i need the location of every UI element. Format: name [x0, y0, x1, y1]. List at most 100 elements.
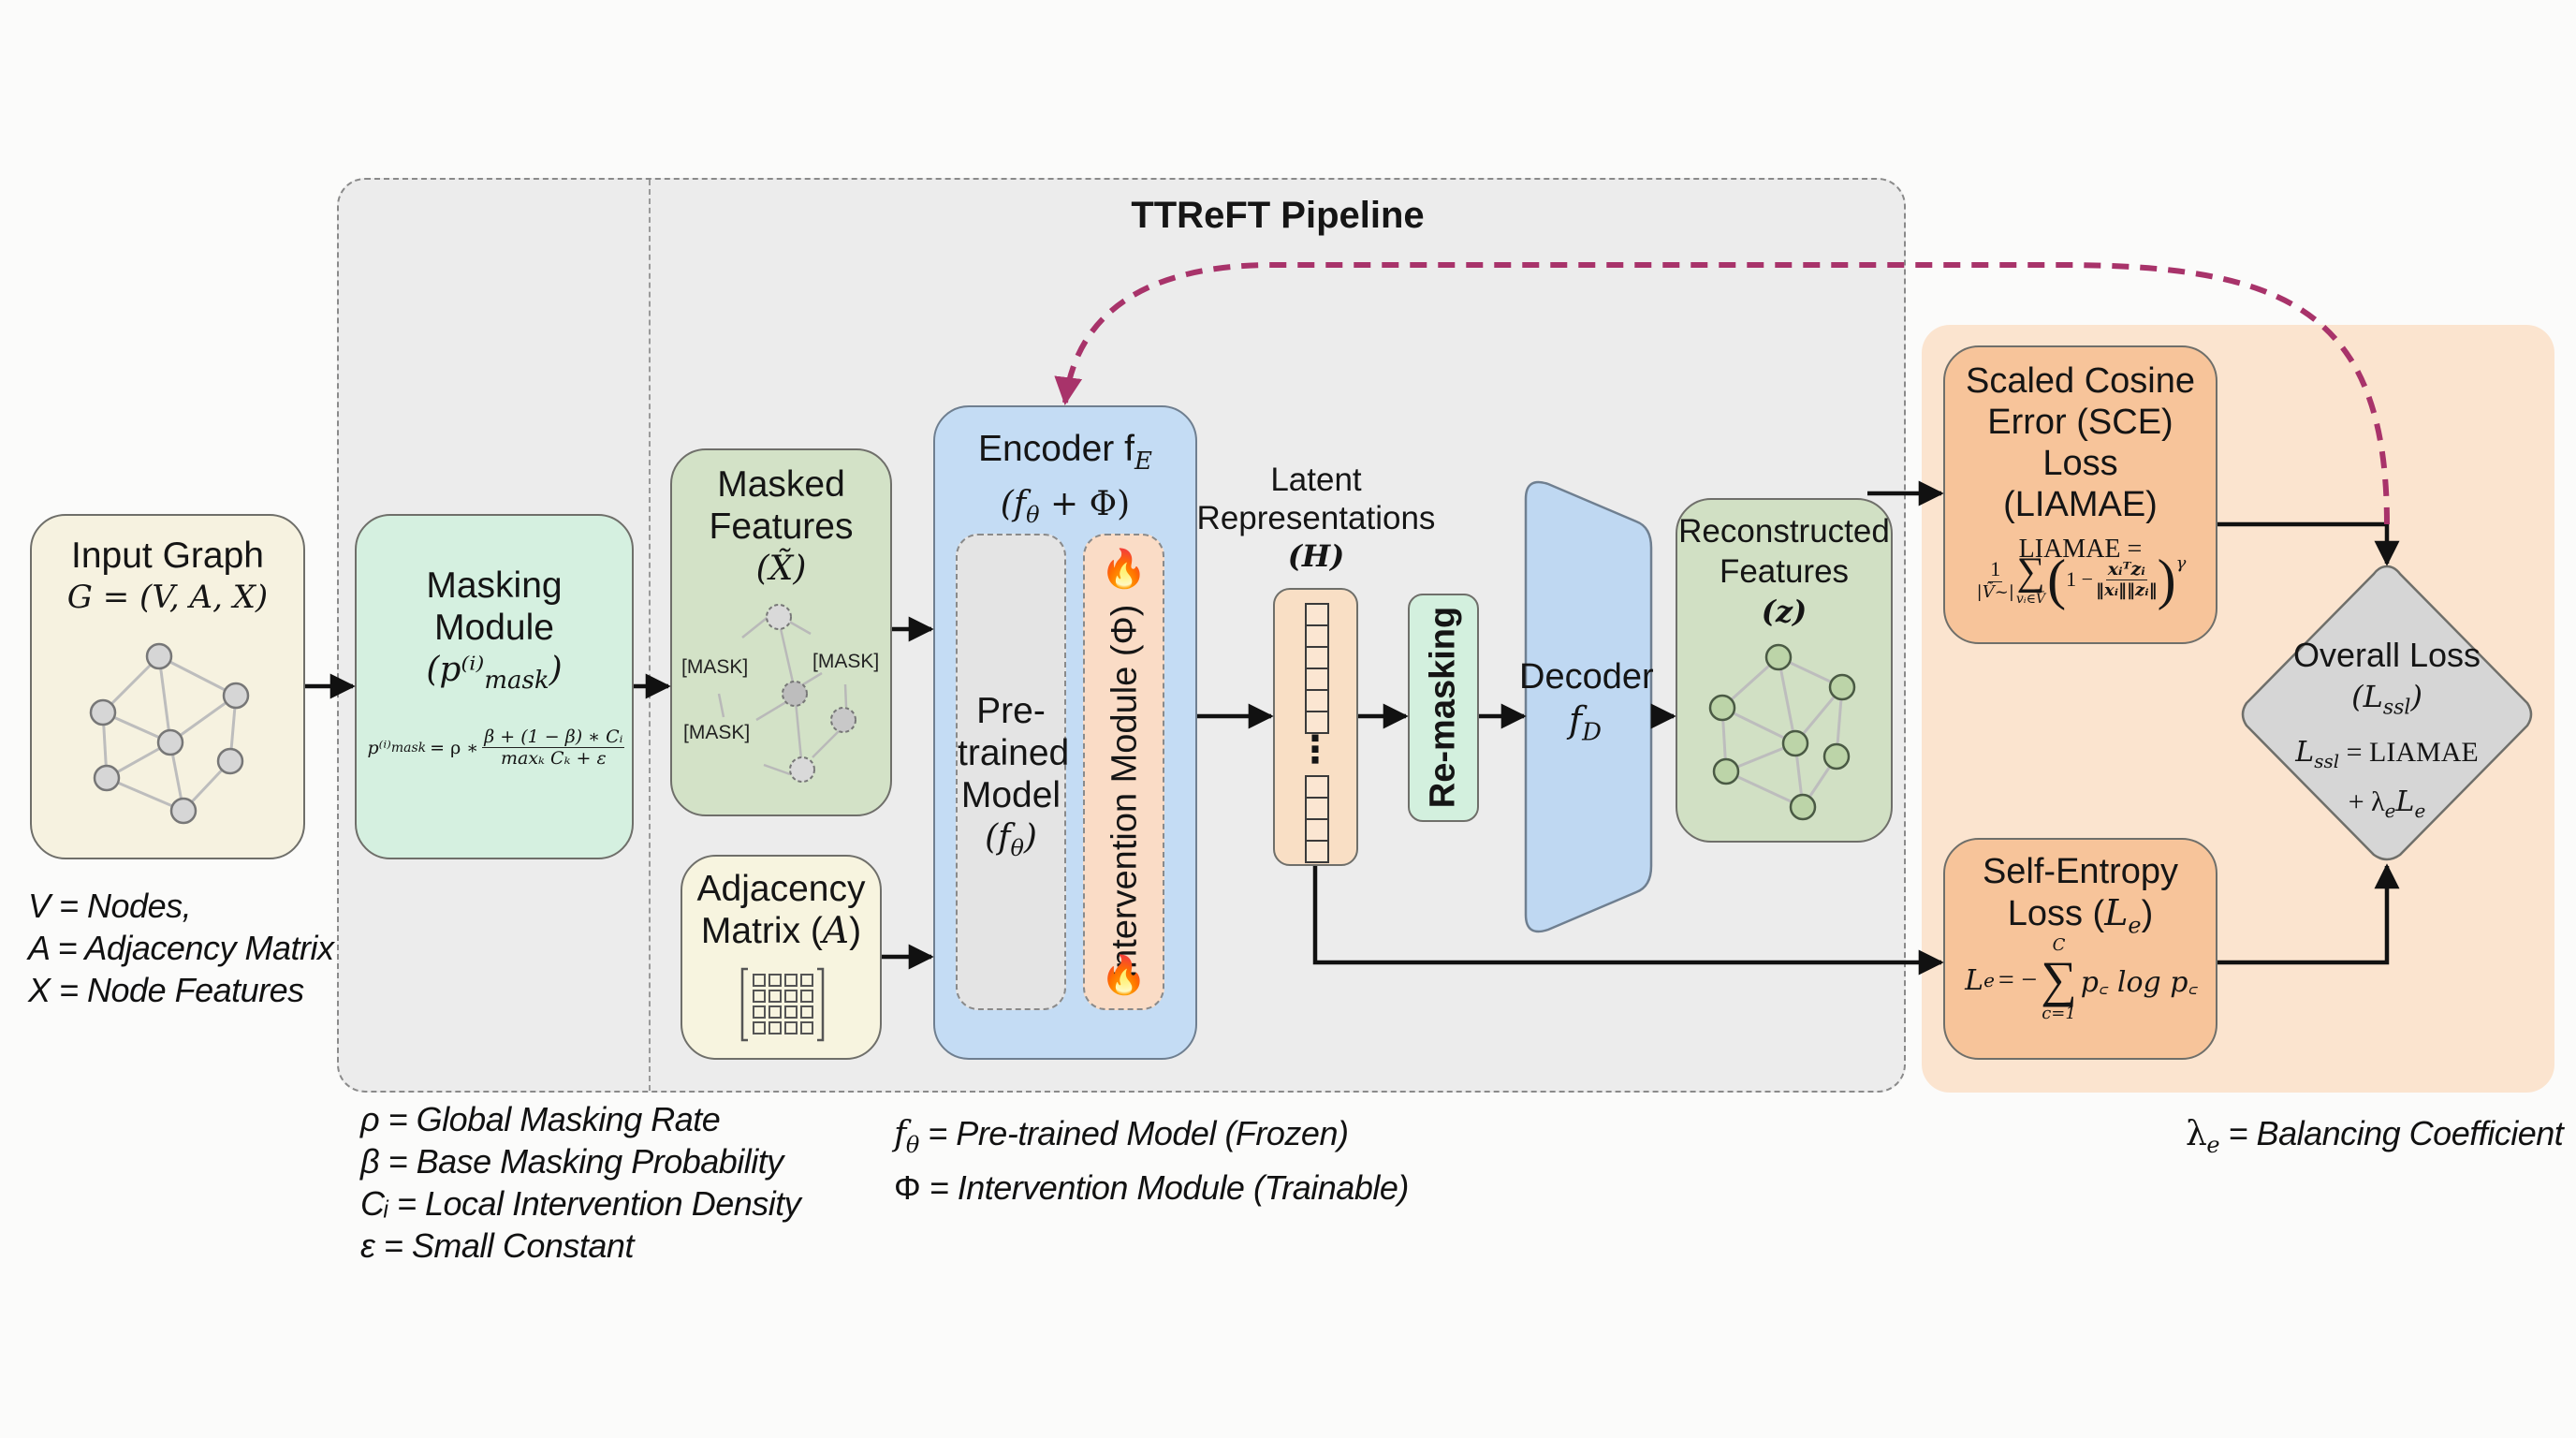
- latent-cell: [1305, 689, 1329, 712]
- legend-item: X = Node Features: [28, 971, 304, 1009]
- graph-node: [156, 728, 184, 756]
- mask-token: [MASK]: [683, 722, 750, 743]
- pretrained-label: Pre-: [976, 691, 1046, 731]
- pretrained-symbol: (fθ): [985, 818, 1037, 862]
- masked-features-symbol: (X̃): [755, 550, 807, 588]
- latent-cell: [1305, 711, 1329, 734]
- pipeline-title: TTReFT Pipeline: [1131, 195, 1425, 236]
- graph-node: [1781, 729, 1809, 757]
- overall-loss-title: Overall Loss: [2292, 636, 2481, 674]
- matrix-cell: [784, 1005, 798, 1019]
- matrix-cell: [753, 974, 766, 987]
- sce-formula-head: LIAMAE =: [2018, 535, 2143, 564]
- latent-cell: [1305, 624, 1329, 648]
- sce-formula: 1 |Ṽ~| ∑ vᵢ∈Ṽ ( 1 − xᵢᵀzᵢ ‖xᵢ‖‖zᵢ‖ ) γ: [1976, 549, 2187, 610]
- matrix-cell: [784, 1021, 798, 1034]
- adjacency-title: Adjacency: [696, 869, 866, 909]
- input-graph-box[interactable]: Input Graph G = (V, A, X): [30, 514, 305, 859]
- legend-item: ρ = Global Masking Rate: [360, 1100, 721, 1138]
- graph-node: [216, 747, 244, 775]
- legend-item: ε = Small Constant: [360, 1226, 634, 1265]
- graph-icon: [1708, 643, 1856, 821]
- matrix-icon: [740, 967, 825, 1042]
- masked-graph-icon: [MASK] [MASK] [MASK]: [681, 604, 879, 783]
- sce-loss-box[interactable]: Scaled Cosine Error (SCE) Loss (LIAMAE) …: [1943, 345, 2217, 644]
- legend-item: fθ = Pre-trained Model (Frozen): [894, 1114, 1349, 1159]
- matrix-cell: [800, 974, 813, 987]
- latent-cell: [1305, 840, 1329, 863]
- overall-loss-diamond[interactable]: [2235, 563, 2539, 866]
- overall-loss-label: Overall Loss (Lssl) Lssl = LIAMAE + λeLe: [2247, 635, 2527, 831]
- overall-loss-symbol: (Lssl): [2351, 679, 2422, 720]
- graph-node: [1708, 694, 1736, 722]
- matrix-cell: [784, 990, 798, 1003]
- graph-node: [222, 682, 250, 710]
- mask-token: [MASK]: [681, 656, 748, 678]
- legend-item: Φ = Intervention Module (Trainable): [894, 1168, 1409, 1208]
- reconstructed-features-box[interactable]: Reconstructed Features (z): [1676, 498, 1893, 843]
- latent-cells-top: [1305, 603, 1329, 734]
- graph-node: [1828, 673, 1856, 701]
- encoder-title: Encoder fE: [978, 429, 1152, 476]
- encoder-legend: fθ = Pre-trained Model (Frozen) Φ = Inte…: [894, 1112, 1409, 1209]
- matrix-cell: [800, 1005, 813, 1019]
- input-graph-title: Input Graph: [71, 536, 264, 576]
- pretrained-model-box[interactable]: Pre- trained Model (fθ): [956, 534, 1069, 1010]
- legend-item: β = Base Masking Probability: [360, 1142, 783, 1181]
- legend-item: A = Adjacency Matrix: [28, 929, 334, 967]
- balancing-legend: λe = Balancing Coefficient: [2186, 1114, 2564, 1159]
- latent-label: Latent Representations (H): [1176, 461, 1456, 576]
- graph-node: [93, 764, 121, 792]
- legend-item: V = Nodes,: [28, 887, 192, 925]
- matrix-cell: [800, 1021, 813, 1034]
- graph-icon: [89, 642, 250, 825]
- latent-cell: [1305, 646, 1329, 669]
- matrix-cell: [768, 1005, 782, 1019]
- overall-loss-formula: Lssl = LIAMAE: [2295, 736, 2479, 773]
- encoder-subtitle: (fθ + Φ): [1000, 484, 1131, 528]
- decoder-symbol: fD: [1569, 699, 1602, 747]
- masking-module-box[interactable]: Masking Module (p⁽ⁱ⁾mask) p⁽ⁱ⁾mask = ρ ∗…: [355, 514, 634, 859]
- legend-item: Cᵢ = Local Intervention Density: [360, 1184, 801, 1223]
- masking-module-symbol: (p⁽ⁱ⁾mask): [426, 651, 563, 696]
- matrix-cell: [753, 1021, 766, 1034]
- graph-node: [1712, 757, 1740, 785]
- latent-cell: [1305, 818, 1329, 842]
- input-graph-legend: V = Nodes, A = Adjacency Matrix X = Node…: [28, 885, 334, 1011]
- graph-node: [1764, 643, 1793, 671]
- matrix-cell: [768, 1021, 782, 1034]
- matrix-cell: [768, 974, 782, 987]
- masked-node: [830, 707, 856, 733]
- matrix-cell: [784, 974, 798, 987]
- self-entropy-title: Self-Entropy: [1982, 852, 2179, 891]
- remasking-label: Re-masking: [1423, 606, 1463, 809]
- decoder-label: Decoder fD: [1519, 655, 1654, 755]
- intervention-module-box[interactable]: 🔥 Intervention Module (Φ) 🔥: [1083, 534, 1164, 1010]
- latent-symbol: (H): [1287, 538, 1345, 574]
- matrix-cell: [800, 990, 813, 1003]
- latent-vector-box[interactable]: ⋮: [1273, 588, 1358, 866]
- sce-loss-title: Scaled Cosine: [1965, 361, 2196, 401]
- latent-cell: [1305, 797, 1329, 820]
- graph-node: [145, 642, 173, 670]
- reconstructed-symbol: (z): [1761, 594, 1808, 629]
- graph-node: [1822, 742, 1851, 770]
- adjacency-matrix-box[interactable]: Adjacency Matrix (A): [681, 855, 882, 1060]
- graph-node: [89, 698, 117, 726]
- latent-cells-bottom: [1305, 775, 1329, 863]
- matrix-cell: [753, 990, 766, 1003]
- matrix-cell: [768, 990, 782, 1003]
- latent-cell: [1305, 668, 1329, 691]
- masking-legend: ρ = Global Masking Rate β = Base Masking…: [360, 1098, 801, 1267]
- masked-features-box[interactable]: Masked Features (X̃) [MASK] [MASK] [MASK…: [670, 448, 892, 816]
- intervention-label: Intervention Module (Φ): [1105, 604, 1145, 979]
- reconstructed-title: Reconstructed: [1678, 513, 1890, 550]
- masked-node: [766, 604, 792, 630]
- ellipsis-icon: ⋮: [1296, 729, 1334, 770]
- masked-node: [789, 756, 815, 783]
- remasking-box[interactable]: Re-masking: [1408, 594, 1479, 822]
- latent-cell: [1305, 775, 1329, 799]
- latent-cell: [1305, 603, 1329, 626]
